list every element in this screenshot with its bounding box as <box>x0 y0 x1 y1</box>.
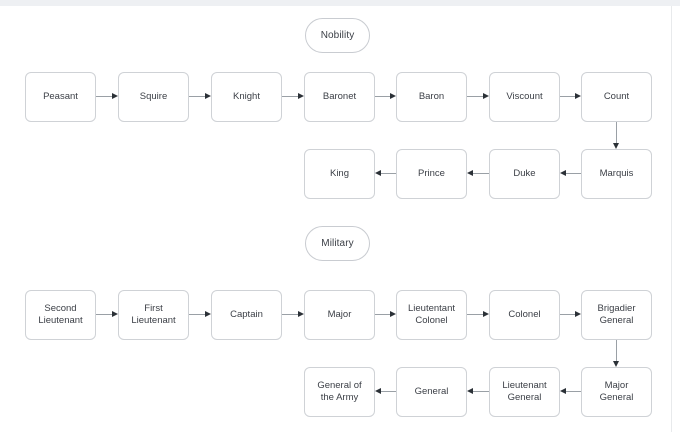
node-lieutenant-general[interactable]: Lieutenant General <box>489 367 560 417</box>
node-squire-label: Squire <box>139 91 168 102</box>
node-squire[interactable]: Squire <box>118 72 189 122</box>
edge-major-lt-colonel <box>375 314 390 315</box>
arrowhead-first-lt-captain <box>205 311 211 317</box>
node-viscount[interactable]: Viscount <box>489 72 560 122</box>
arrowhead-duke-prince <box>467 170 473 176</box>
edge-captain-major <box>282 314 298 315</box>
node-general[interactable]: General <box>396 367 467 417</box>
arrowhead-baronet-baron <box>390 93 396 99</box>
section-label-nobility: Nobility <box>305 18 370 53</box>
node-count-label: Count <box>603 91 630 102</box>
arrowhead-lt-colonel-colonel <box>483 311 489 317</box>
section-label-military: Military <box>305 226 370 261</box>
edge-duke-prince <box>473 173 489 174</box>
node-count[interactable]: Count <box>581 72 652 122</box>
edge-count-marquis <box>616 122 617 143</box>
edge-viscount-count <box>560 96 575 97</box>
node-captain[interactable]: Captain <box>211 290 282 340</box>
node-marquis[interactable]: Marquis <box>581 149 652 199</box>
node-major-label: Major <box>327 309 352 320</box>
edge-first-lt-captain <box>189 314 205 315</box>
node-lieutenant-colonel-label: Lieutentant Colonel <box>407 303 455 326</box>
node-duke[interactable]: Duke <box>489 149 560 199</box>
arrowhead-major-lt-colonel <box>390 311 396 317</box>
node-major-general[interactable]: Major General <box>581 367 652 417</box>
arrowhead-squire-knight <box>205 93 211 99</box>
arrowhead-major-general-lt-general <box>560 388 566 394</box>
edge-baron-viscount <box>467 96 483 97</box>
edge-general-general-of-army <box>381 391 396 392</box>
node-duke-label: Duke <box>513 168 536 179</box>
arrowhead-count-marquis <box>613 143 619 149</box>
node-general-of-the-army-label: General of the Army <box>317 380 362 403</box>
node-second-lieutenant[interactable]: Second Lieutenant <box>25 290 96 340</box>
edge-lt-general-general <box>473 391 489 392</box>
node-general-of-the-army[interactable]: General of the Army <box>304 367 375 417</box>
edge-lt-colonel-colonel <box>467 314 483 315</box>
section-label-military-text: Military <box>321 238 354 249</box>
node-marquis-label: Marquis <box>599 168 634 179</box>
node-king[interactable]: King <box>304 149 375 199</box>
node-general-label: General <box>414 386 449 397</box>
node-lieutenant-colonel[interactable]: Lieutentant Colonel <box>396 290 467 340</box>
node-colonel[interactable]: Colonel <box>489 290 560 340</box>
arrowhead-captain-major <box>298 311 304 317</box>
node-knight[interactable]: Knight <box>211 72 282 122</box>
node-peasant[interactable]: Peasant <box>25 72 96 122</box>
section-label-nobility-text: Nobility <box>320 30 355 41</box>
node-prince-label: Prince <box>418 168 445 179</box>
edge-marquis-duke <box>566 173 581 174</box>
node-first-lieutenant-label: First Lieutenant <box>131 303 176 326</box>
edge-peasant-squire <box>96 96 112 97</box>
node-viscount-label: Viscount <box>506 91 543 102</box>
edge-colonel-brigadier <box>560 314 575 315</box>
arrowhead-brigadier-major-general <box>613 361 619 367</box>
edge-brigadier-major-general <box>616 340 617 361</box>
node-king-label: King <box>329 168 349 179</box>
node-second-lieutenant-label: Second Lieutenant <box>38 303 83 326</box>
node-major-general-label: Major General <box>599 380 634 403</box>
arrowhead-baron-viscount <box>483 93 489 99</box>
node-lieutenant-general-label: Lieutenant General <box>502 380 547 403</box>
edge-second-lt-first-lt <box>96 314 112 315</box>
node-baronet[interactable]: Baronet <box>304 72 375 122</box>
node-baron[interactable]: Baron <box>396 72 467 122</box>
node-baron-label: Baron <box>418 91 445 102</box>
arrowhead-lt-general-general <box>467 388 473 394</box>
node-brigadier-general[interactable]: Brigadier General <box>581 290 652 340</box>
right-divider <box>671 6 672 432</box>
top-strip <box>0 0 680 6</box>
arrowhead-colonel-brigadier <box>575 311 581 317</box>
right-gutter <box>672 6 680 432</box>
arrowhead-prince-king <box>375 170 381 176</box>
edge-knight-baronet <box>282 96 298 97</box>
node-colonel-label: Colonel <box>508 309 541 320</box>
edge-prince-king <box>381 173 396 174</box>
node-prince[interactable]: Prince <box>396 149 467 199</box>
node-baronet-label: Baronet <box>322 91 357 102</box>
arrowhead-general-general-of-army <box>375 388 381 394</box>
edge-squire-knight <box>189 96 205 97</box>
node-first-lieutenant[interactable]: First Lieutenant <box>118 290 189 340</box>
node-knight-label: Knight <box>233 91 260 102</box>
node-captain-label: Captain <box>230 309 263 320</box>
edge-major-general-lt-general <box>566 391 581 392</box>
arrowhead-viscount-count <box>575 93 581 99</box>
edge-baronet-baron <box>375 96 390 97</box>
arrowhead-marquis-duke <box>560 170 566 176</box>
arrowhead-knight-baronet <box>298 93 304 99</box>
node-major[interactable]: Major <box>304 290 375 340</box>
arrowhead-peasant-squire <box>112 93 118 99</box>
node-brigadier-general-label: Brigadier General <box>597 303 636 326</box>
arrowhead-second-lt-first-lt <box>112 311 118 317</box>
node-peasant-label: Peasant <box>43 91 78 102</box>
